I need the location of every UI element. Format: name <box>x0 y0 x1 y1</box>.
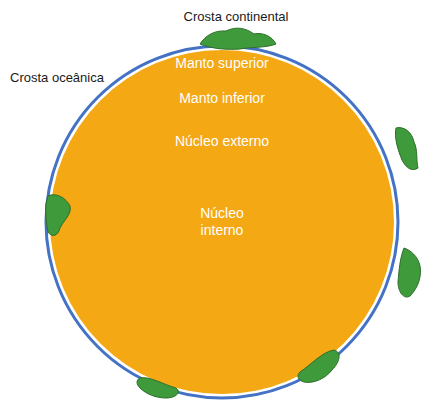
layer-label: Núcleo interno <box>187 205 257 239</box>
crust-label: Crosta oceânica <box>10 70 104 85</box>
upper-mantle-disk: Núcleo interno Núcleo externo Manto inferi… <box>50 50 394 394</box>
crust-label: Crosta continental <box>184 9 289 24</box>
layer-label: Manto inferior <box>122 90 322 107</box>
layer-label: Manto superior <box>122 55 322 72</box>
layer-label: Núcleo externo <box>132 133 312 150</box>
